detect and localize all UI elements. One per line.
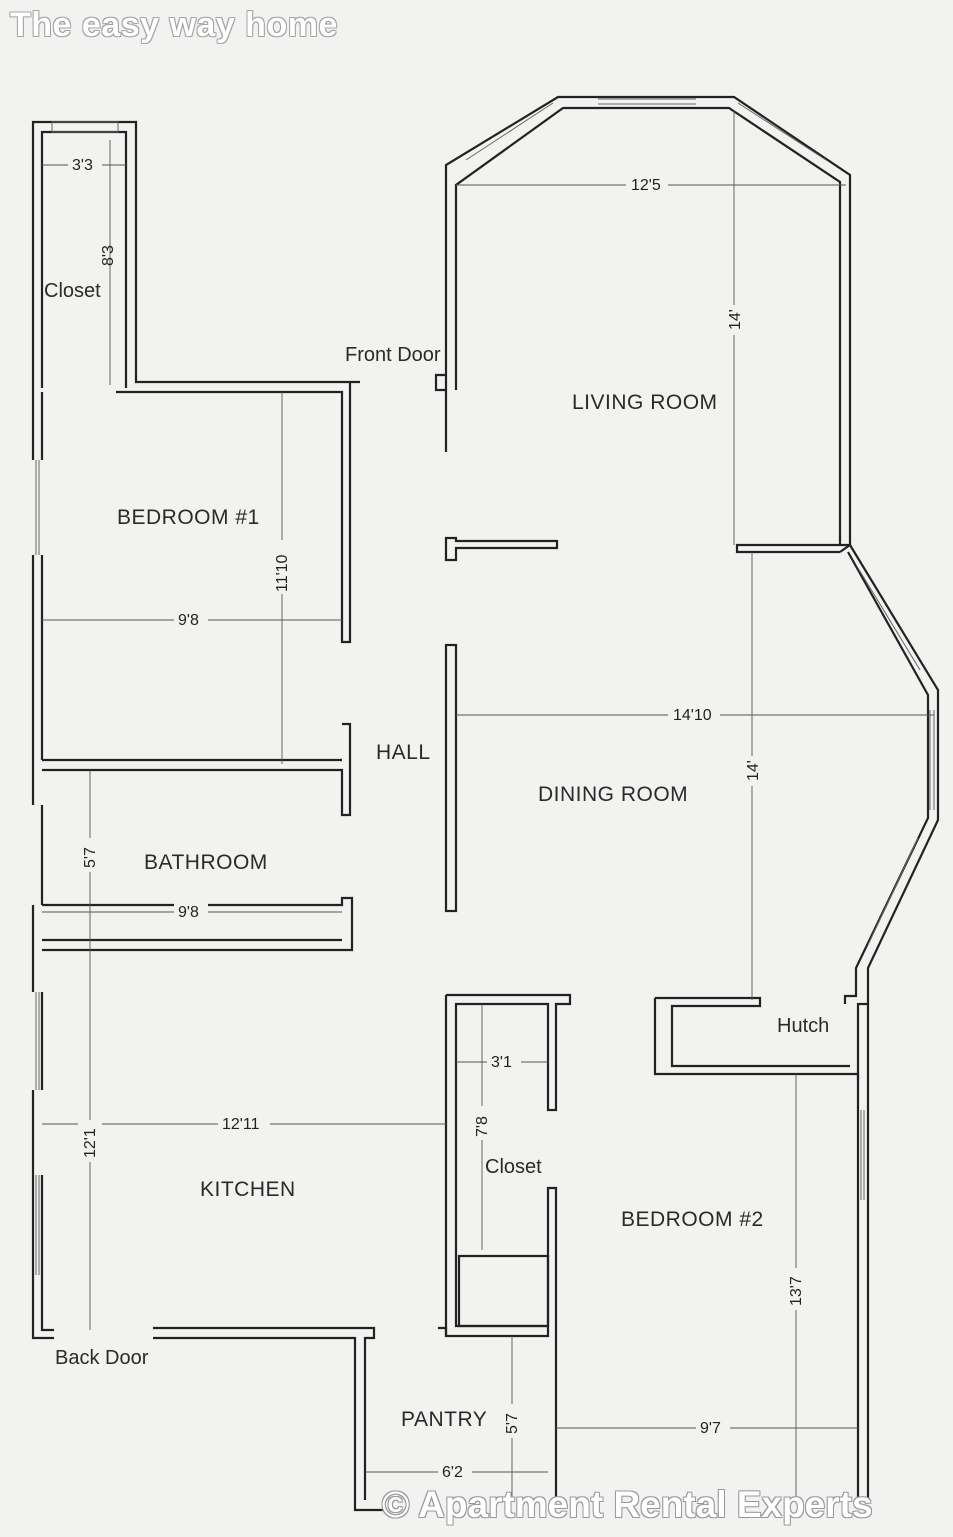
dining-room-label: DINING ROOM <box>538 783 688 806</box>
living-bay-windows <box>465 98 827 161</box>
dining-bay-walls <box>839 543 940 1080</box>
dim-bathroom-width: 9'8 <box>178 904 199 921</box>
dim-kitchen-length: 12'1 <box>82 1128 99 1158</box>
watermark-header: The easy way home <box>10 6 338 44</box>
dim-bedroom1-width: 9'8 <box>178 612 199 629</box>
hutch-walls <box>653 996 858 1076</box>
left-exterior-wall <box>31 392 54 1340</box>
hall-stub <box>444 536 559 562</box>
hutch-label: Hutch <box>777 1015 829 1037</box>
living-entry-walls <box>434 95 852 554</box>
dim-bedroom1-length: 11'10 <box>274 554 291 592</box>
bedroom1-walls <box>42 380 360 817</box>
bedroom2-window <box>860 1110 865 1200</box>
dim-bedroom2-width: 9'7 <box>700 1420 721 1437</box>
dim-closet-mid-length: 7'8 <box>474 1116 491 1137</box>
dim-bedroom2-length: 13'7 <box>788 1276 805 1306</box>
closet-mid-shelf <box>457 1254 550 1328</box>
walls <box>31 95 940 1512</box>
dim-pantry-length: 5'7 <box>504 1413 521 1434</box>
dim-closet-mid-width: 3'1 <box>491 1054 512 1071</box>
dimension-texts: 3'3 8'3 12'5 14' 11'10 9'8 14'10 14' 5'7… <box>68 153 808 1482</box>
dim-living-length: 14' <box>727 309 744 330</box>
dim-closet-top-length: 8'3 <box>100 245 117 266</box>
dim-living-width: 12'5 <box>631 177 661 194</box>
dim-dining-width: 14'10 <box>673 707 712 724</box>
bathroom-label: BATHROOM <box>144 851 268 874</box>
dim-closet-top-width: 3'3 <box>72 157 93 174</box>
living-inner-left <box>454 106 842 545</box>
closet-mid-label: Closet <box>485 1156 542 1178</box>
bedroom2-label: BEDROOM #2 <box>621 1208 764 1231</box>
hall-label: HALL <box>376 741 431 764</box>
bedroom2-right-wall <box>856 1004 870 1500</box>
living-room-label: LIVING ROOM <box>572 391 718 414</box>
kitchen-label: KITCHEN <box>200 1178 296 1201</box>
bedroom1-window <box>35 460 40 555</box>
back-door-label: Back Door <box>55 1347 149 1369</box>
front-door-label: Front Door <box>345 344 441 366</box>
kitchen-window <box>35 992 40 1275</box>
bedroom1-label: BEDROOM #1 <box>117 506 260 529</box>
bathroom-walls <box>42 896 354 952</box>
dining-bay-windows <box>857 567 935 946</box>
dim-kitchen-width: 12'11 <box>222 1116 260 1133</box>
closet-top-label: Closet <box>44 280 101 302</box>
closet-top-window <box>51 121 119 133</box>
pantry-label: PANTRY <box>401 1408 487 1431</box>
hall-divider-wall <box>444 643 458 913</box>
dim-bathroom-length: 5'7 <box>82 847 99 868</box>
kitchen-bottom-wall <box>153 1326 448 1512</box>
watermark-footer: © Apartment Rental Experts <box>382 1484 873 1525</box>
dim-dining-length: 14' <box>745 760 762 781</box>
dim-pantry-width: 6'2 <box>442 1464 463 1481</box>
